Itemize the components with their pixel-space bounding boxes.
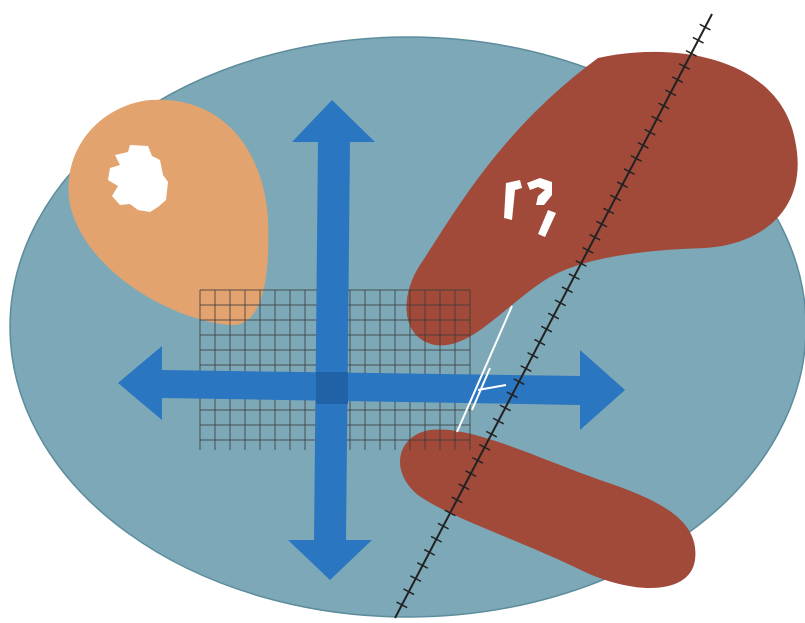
scale-bar-tick [664,89,677,97]
scale-bar-tick [485,430,498,438]
red-blob-upper [406,51,798,346]
scale-bar-tick [699,23,711,31]
scale-bar-tick [410,575,422,583]
scale-bar-tick [458,483,470,491]
scale-bar-tick [596,220,608,228]
scale-bar-tick [561,286,573,294]
scale-bar-tick [644,128,656,136]
white-annotation-lines [456,305,513,433]
scale-bar-tick [472,456,484,464]
white-mark-question [527,178,552,205]
white-scribble-orange [108,145,168,212]
scale-bar-tick [575,260,587,267]
scale-bar-tick [430,535,443,543]
white-mark-dash [538,210,556,237]
scale-bar-tick [616,181,629,189]
scale-bar-tick [520,365,532,372]
scale-bar-tick [602,207,615,215]
arrow-intersection [316,372,348,404]
horizontal-arrow [118,346,625,430]
scale-bar-tick [678,63,691,70]
white-marks-red [504,178,556,237]
scale-bar-tick [547,312,560,320]
scale-bar-tick [403,588,415,596]
scale-bar-icon [394,13,713,619]
scale-bar-tick [651,115,663,123]
scale-bar-tick [609,194,622,202]
scale-bar-tick [506,391,518,399]
scale-bar-tick [554,299,567,307]
scale-bar-tick [465,470,477,478]
white-line-short-2 [477,384,507,391]
scale-bar-tick [630,154,642,162]
scale-bar-tick [478,443,491,451]
scale-bar-tick [671,76,684,84]
scale-bar-tick [423,548,436,556]
scale-bar-tick [637,141,649,149]
scale-bar-tick [692,36,704,44]
scale-bar-tick [499,404,511,412]
scale-bar-tick [582,246,594,254]
scale-bar-tick [396,601,408,609]
scale-bar-tick [658,102,670,110]
white-line-long [456,305,513,433]
scale-bar-tick [685,49,697,57]
scale-bar-tick [437,522,449,530]
scale-bar-tick [568,273,580,281]
vertical-arrow [288,100,375,580]
scale-bar-tick [416,562,429,569]
scale-bar-tick [623,168,635,176]
scale-bar-tick [527,351,539,359]
cross-arrows-icon [118,100,625,580]
scale-bar-tick [492,417,505,425]
white-mark-bracket [504,180,522,220]
scale-bar-tick [451,496,463,504]
scale-bar-tick [534,338,546,346]
scale-bar-tick [540,325,553,333]
scale-bar-tick [589,233,601,241]
scale-bar-tick [513,378,525,386]
scale-bar-tick [444,509,456,517]
